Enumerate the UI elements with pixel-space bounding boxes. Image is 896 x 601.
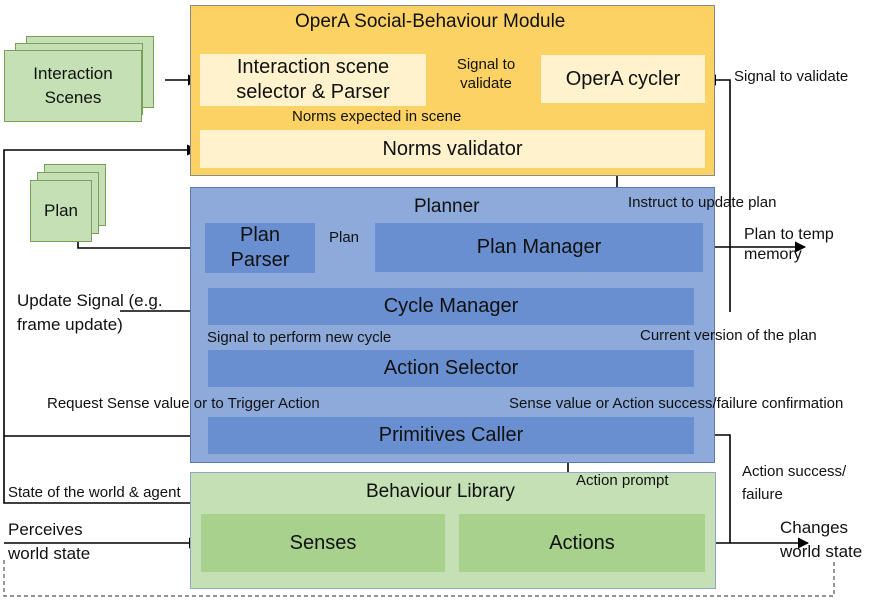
action-success-label: Action success/ failure xyxy=(742,463,847,504)
perceives-label: Perceives world state xyxy=(8,520,91,563)
behaviour-library-title: Behaviour Library xyxy=(366,481,515,502)
senses-label: Senses xyxy=(289,531,357,554)
arrow-plan-to-parser xyxy=(77,236,204,254)
scene-selector-box[interactable]: Interaction scene selector & Parser xyxy=(200,54,426,106)
primitives-caller-label: Primitives Caller xyxy=(378,424,524,446)
norms-validator-label: Norms validator xyxy=(382,137,523,160)
norms-validator-box[interactable]: Norms validator xyxy=(200,130,705,168)
planner-title: Planner xyxy=(414,196,480,217)
plan-doc-label: Plan xyxy=(43,201,79,220)
signal-new-cycle-label: Signal to perform new cycle xyxy=(207,329,392,346)
primitives-caller-box[interactable]: Primitives Caller xyxy=(208,417,694,454)
plan-doc[interactable]: Plan xyxy=(30,180,92,242)
cycle-manager-box[interactable]: Cycle Manager xyxy=(208,288,694,325)
actions-box[interactable]: Actions xyxy=(459,514,705,572)
action-selector-box[interactable]: Action Selector xyxy=(208,350,694,387)
senses-box[interactable]: Senses xyxy=(201,514,445,572)
request-sense-label: Request Sense value or to Trigger Action xyxy=(47,395,320,412)
plan-manager-box[interactable]: Plan Manager xyxy=(375,223,703,272)
sense-value-label: Sense value or Action success/failure co… xyxy=(509,395,844,412)
plan-parser-box[interactable]: Plan Parser xyxy=(205,223,315,273)
interaction-scenes-label: Interaction Scenes xyxy=(33,64,113,107)
action-prompt-label: Action prompt xyxy=(576,472,669,489)
instruct-update-label: Instruct to update plan xyxy=(628,194,777,211)
cycle-manager-label: Cycle Manager xyxy=(383,295,519,317)
dashed-world-loop xyxy=(3,560,835,597)
update-signal-label: Update Signal (e.g. frame update) xyxy=(17,291,163,334)
opera-module-title: OperA Social-Behaviour Module xyxy=(295,11,566,32)
norms-expected-label: Norms expected in scene xyxy=(292,108,462,125)
plan-arrow-label: Plan xyxy=(329,229,360,246)
signal-to-validate-inner-label: Signal to validate xyxy=(456,56,516,92)
plan-manager-label: Plan Manager xyxy=(476,236,602,258)
actions-label: Actions xyxy=(549,531,615,554)
state-world-label: State of the world & agent xyxy=(8,484,181,501)
current-version-label: Current version of the plan xyxy=(640,327,817,344)
scene-selector-label: Interaction scene selector & Parser xyxy=(236,56,390,103)
interaction-scenes-doc[interactable]: Interaction Scenes xyxy=(4,50,142,122)
plan-parser-label: Plan Parser xyxy=(230,224,290,271)
opera-cycler-box[interactable]: OperA cycler xyxy=(541,55,705,103)
action-selector-label: Action Selector xyxy=(383,357,519,379)
signal-to-validate-outer-label: Signal to validate xyxy=(734,68,849,85)
opera-cycler-label: OperA cycler xyxy=(565,67,681,90)
changes-label: Changes world state xyxy=(780,518,863,561)
plan-to-memory-label: Plan to temp memory xyxy=(744,226,834,263)
